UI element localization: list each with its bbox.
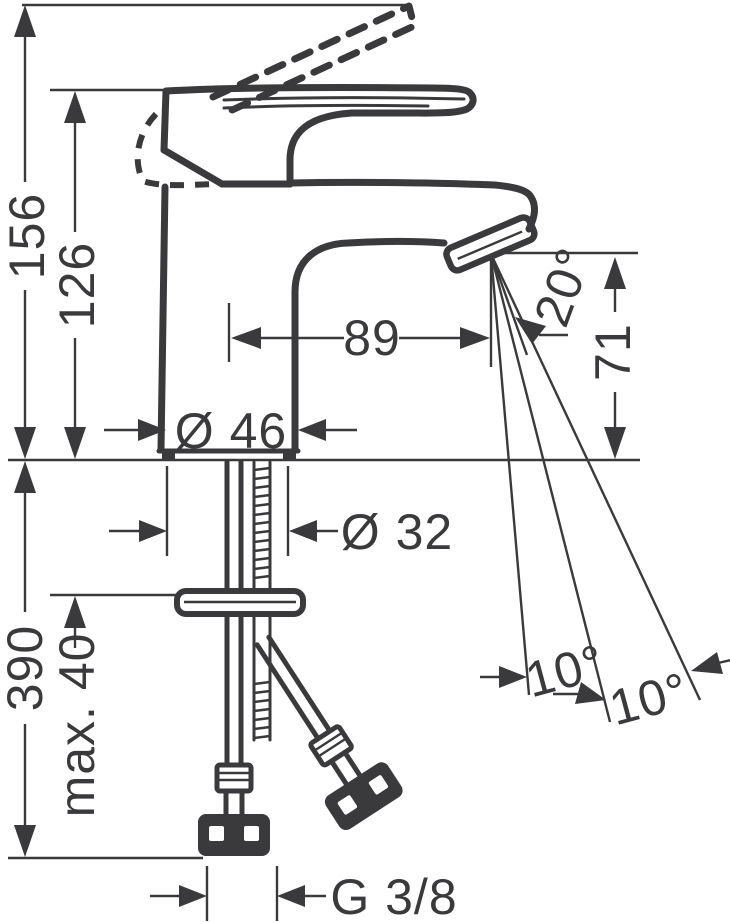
angle-label-20: 20°: [523, 240, 603, 333]
dimension-label-g38: G 3/8: [330, 869, 457, 922]
lever-outline: [160, 83, 477, 154]
angle-label-10-right: 10°: [604, 662, 694, 736]
dimension-126: 126: [49, 91, 105, 459]
hose-nut-detail: [313, 731, 348, 758]
arrowhead-down: [64, 427, 86, 459]
dimension-label-89: 89: [343, 310, 401, 366]
hose-connector: [324, 762, 403, 831]
reference-lines: [8, 3, 640, 860]
connector-hole: [244, 826, 259, 841]
diagonal-supply-hose: [254, 634, 403, 831]
stream-line-left: [489, 253, 531, 696]
dimension-label-32: Ø 32: [341, 504, 453, 560]
spout-underside: [291, 238, 448, 296]
arrowhead-up: [14, 461, 36, 493]
base-foot-left: [162, 451, 175, 460]
lever-slot-lines: [222, 96, 466, 110]
arrowhead-right: [179, 885, 207, 907]
dimension-89: 89: [227, 303, 490, 366]
arrowhead-right: [460, 327, 490, 349]
stream-line-middle: [489, 253, 612, 723]
head-front-chamfer: [160, 146, 226, 188]
stud-thread-hatching: [253, 466, 271, 740]
arrowhead-up: [64, 596, 86, 628]
hose-tube: [254, 634, 333, 742]
outlet-angle-line: [489, 253, 529, 356]
dimension-label-71: 71: [585, 323, 641, 381]
connector-hole: [368, 775, 389, 795]
dimension-label-390: 390: [0, 625, 53, 711]
connector-hole: [337, 795, 358, 815]
hose-nut: [214, 762, 254, 794]
arrowhead-right: [138, 419, 166, 441]
dimension-label-156: 156: [0, 193, 55, 279]
arrowhead-up: [604, 257, 626, 289]
hose-connector: [198, 814, 270, 856]
arrowhead-left: [231, 327, 261, 349]
dimension-label-126: 126: [49, 242, 105, 328]
hose-neck: [328, 749, 363, 787]
arrowhead-down: [14, 825, 36, 857]
arrowhead-left: [277, 885, 305, 907]
extension-lines: [205, 866, 279, 921]
extension-lines: [165, 466, 290, 556]
arrowhead-outer: [691, 652, 723, 674]
aerator: [443, 214, 538, 274]
dimension-71: 71: [585, 257, 641, 459]
faucet-outline: [134, 2, 538, 460]
spout-top-edge: [286, 178, 538, 233]
arrowhead-down: [14, 427, 36, 459]
hose-neck: [223, 788, 245, 817]
body-left-edge: [157, 183, 169, 453]
connector-hole: [209, 826, 224, 841]
dimension-diameter-32: Ø 32: [109, 466, 453, 560]
dimension-label-46: Ø 46: [175, 403, 287, 459]
dimension-156: 156: [0, 5, 55, 459]
arrowhead-up: [64, 91, 86, 123]
arrowhead-right: [139, 520, 167, 542]
lever-neck-curve: [286, 109, 356, 188]
dimension-label-max-40: max. 40: [49, 633, 105, 818]
arrowhead-middle: [575, 682, 606, 704]
arrowhead-left: [289, 520, 317, 542]
arrowhead-left: [298, 419, 326, 441]
arrowhead-up: [14, 5, 36, 37]
dimension-390: 390: [0, 461, 53, 857]
vertical-supply-hose: [198, 459, 270, 856]
dimension-max-40: max. 40: [49, 596, 105, 817]
lever-raised-dashed: [209, 2, 418, 115]
dimension-diameter-46: Ø 46: [104, 403, 357, 459]
arrow-tail-outer: [717, 658, 730, 665]
aerator-band: [443, 214, 538, 274]
hose-nut-detail: [217, 771, 251, 782]
aerator-inner-line: [457, 230, 523, 261]
arrowhead-down: [604, 427, 626, 459]
base-foot-right: [283, 451, 296, 460]
arrowhead: [515, 317, 546, 344]
dimension-g38: G 3/8: [150, 866, 457, 922]
arrowhead: [499, 666, 527, 688]
